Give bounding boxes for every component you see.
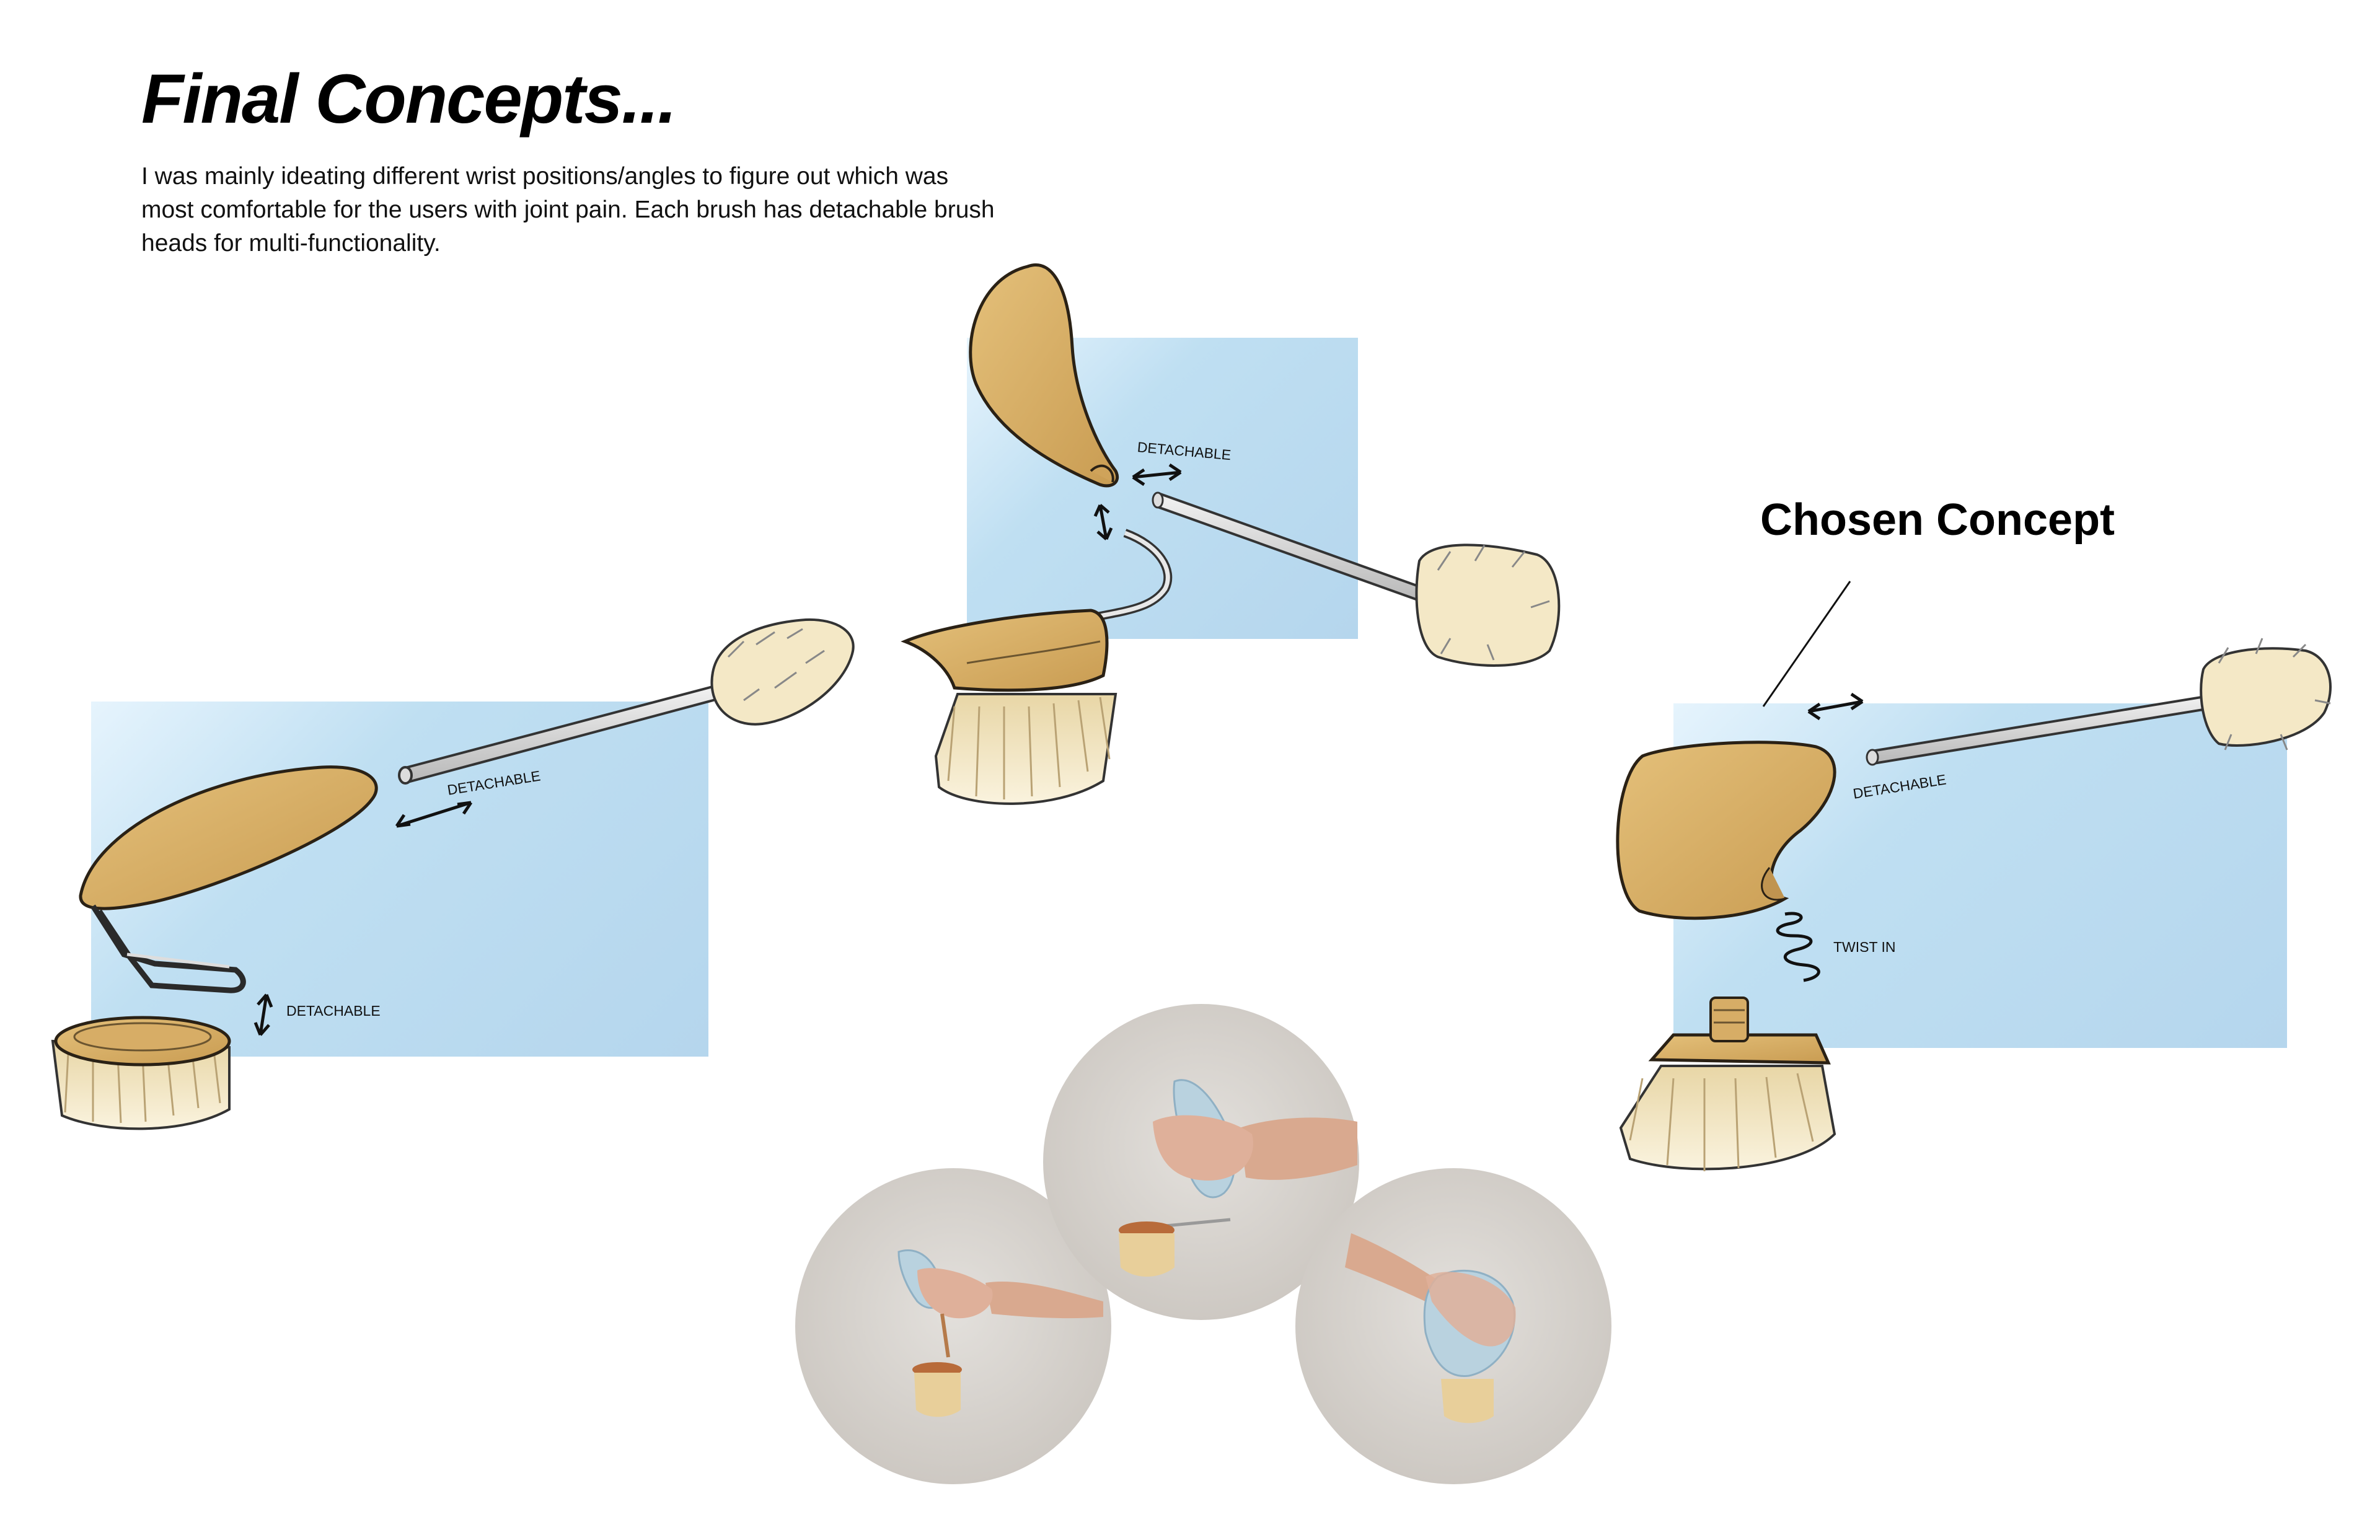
chosen-arrows-icon [1807,692,1864,721]
twist-in-label: TWIST IN [1833,939,1896,955]
chosen-concept-handle [1616,741,1836,920]
left-arrows-icon [253,801,473,1036]
middle-concept-handle [969,263,1119,488]
intro-text: I was mainly ideating different wrist po… [141,163,995,257]
middle-concept-brush-head [901,609,1117,805]
prototype-photo-right [1295,1168,1611,1484]
chosen-concept-bottle-brush [2200,638,2332,750]
prototype-photo-center [1043,1004,1359,1320]
left-concept-rod [398,685,720,785]
chosen-concept-title: Chosen Concept [1760,495,2115,545]
middle-concept-bottle-brush [1415,543,1561,667]
chosen-concept-brush-head [1619,997,1836,1171]
page-title: Final Concepts... [141,60,677,138]
chosen-pointer-line [1762,581,1851,707]
middle-concept-rod [1096,491,1427,621]
middle-arrows-icon [1093,463,1182,540]
left-concept-brush-head [51,1016,231,1130]
left-concept-bottle-brush [710,618,855,726]
chosen-concept-rod [1866,693,2216,766]
left-detachable-bottom-label: DETACHABLE [286,1003,381,1019]
twist-spiral-icon [1776,912,1820,982]
prototype-photo-left [795,1168,1111,1484]
left-concept-handle [79,765,378,993]
